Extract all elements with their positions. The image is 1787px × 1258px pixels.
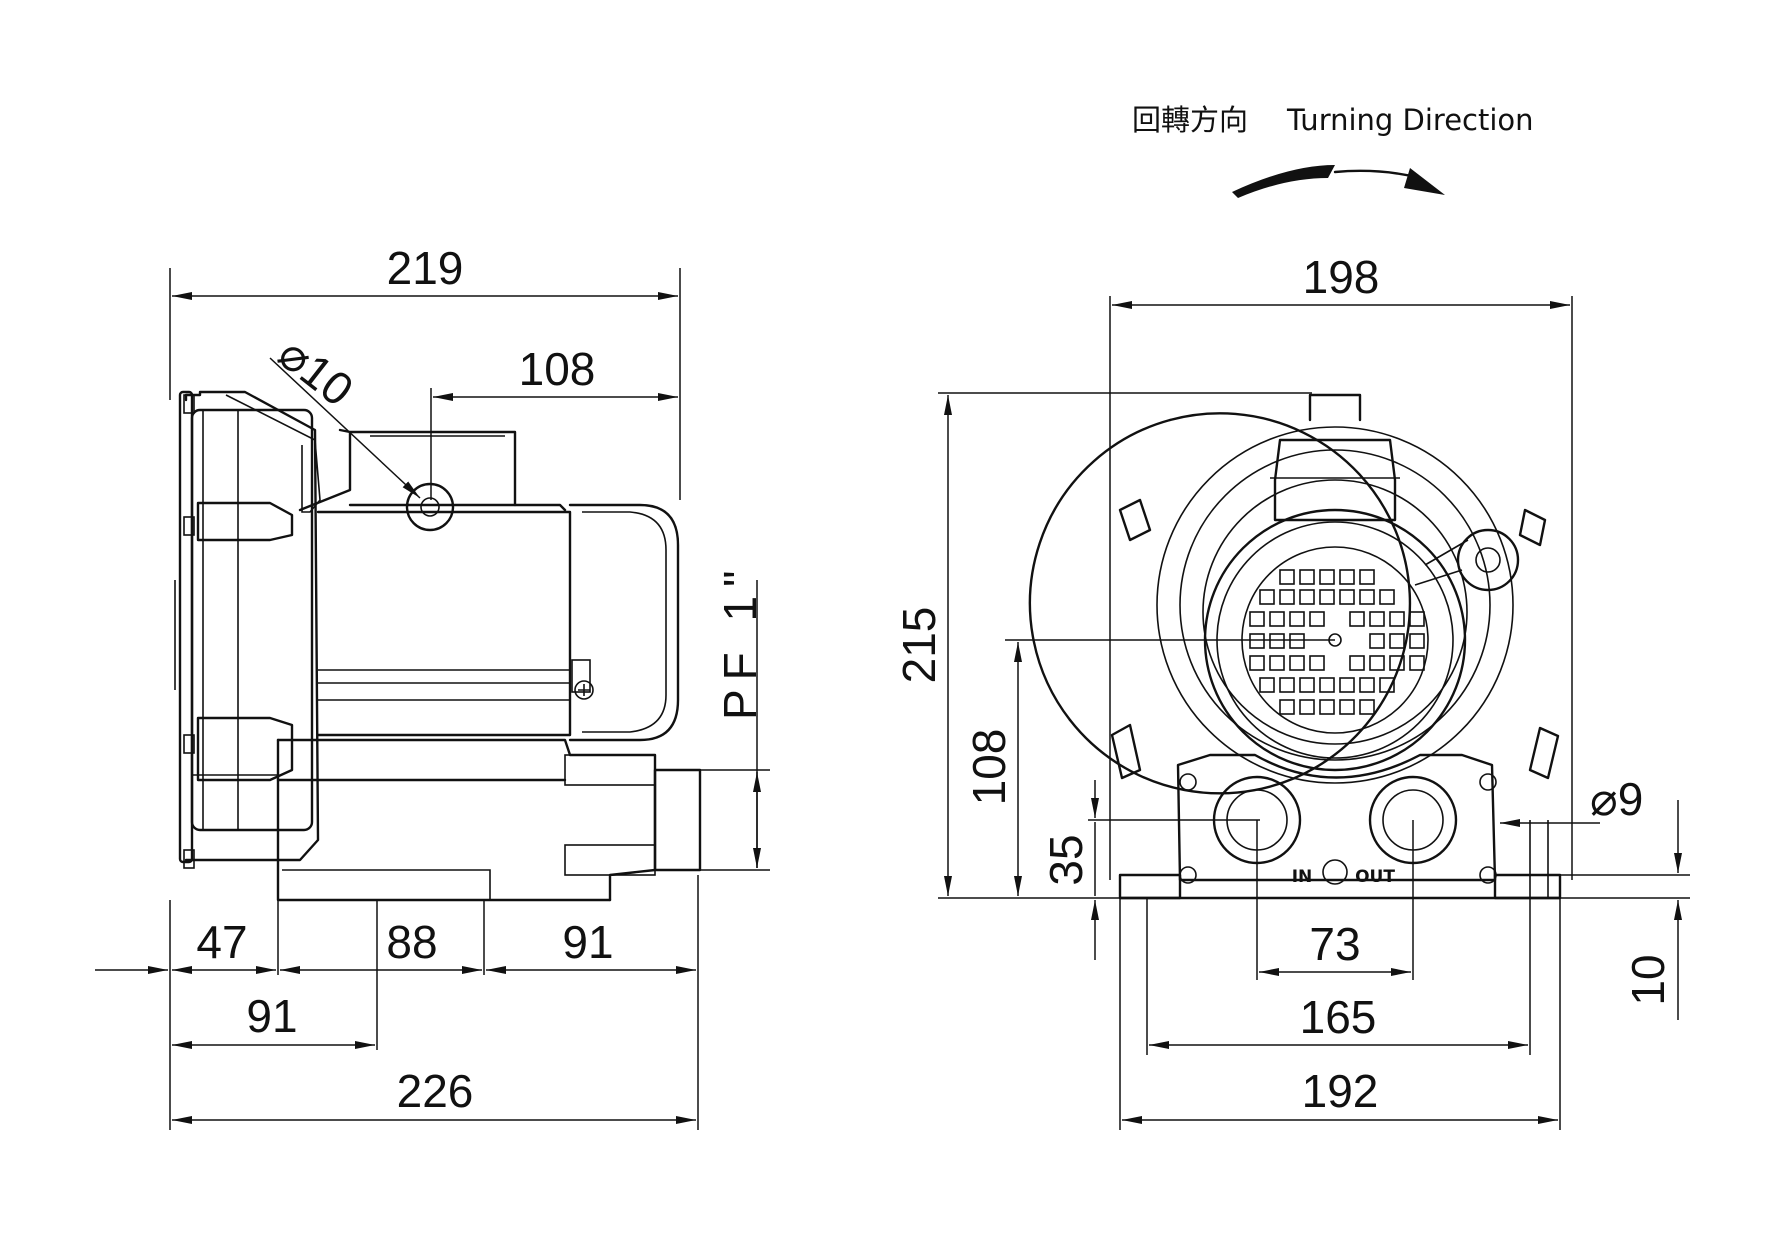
vent-grid-icon: [1249, 569, 1425, 715]
dim-side-overall-width-top: 219: [387, 242, 464, 294]
label-in: IN: [1292, 867, 1313, 887]
dim-side-base-segment-1: 47: [196, 916, 247, 968]
dim-front-overall-width-top: 198: [1303, 251, 1380, 303]
side-view-outline: [174, 390, 702, 902]
dim-side-base-segment-2: 88: [386, 916, 437, 968]
dim-side-hole-offset: 108: [519, 343, 596, 395]
dim-side-base-segment-3: 91: [562, 916, 613, 968]
front-view-dimensions: 198 215 108 35 ⌀9 10 73: [893, 251, 1690, 1130]
dim-front-base-width: 192: [1302, 1065, 1379, 1117]
turning-direction-caption: 回轉方向 Turning Direction: [1132, 103, 1534, 137]
dim-front-port-height: 35: [1040, 834, 1092, 885]
side-view-dimensions: 219 108 ⌀10 PF 1" 47 88 91 91 226: [95, 242, 770, 1130]
dim-side-port-thread: PF 1": [714, 562, 766, 720]
caption-chinese: 回轉方向: [1132, 103, 1248, 137]
dim-front-port-spacing: 73: [1309, 918, 1360, 970]
dim-front-base-thickness: 10: [1622, 954, 1674, 1005]
dim-side-base-length-lower: 91: [246, 990, 297, 1042]
caption-english: Turning Direction: [1286, 103, 1534, 137]
label-out: OUT: [1355, 867, 1395, 887]
dim-front-mount-hole-spacing: 165: [1300, 991, 1377, 1043]
dim-side-hole-diameter: ⌀10: [269, 327, 363, 417]
dim-side-overall-width-bottom: 226: [397, 1065, 474, 1117]
dim-front-overall-height: 215: [893, 607, 945, 684]
dim-front-mount-hole-diameter: ⌀9: [1590, 773, 1643, 825]
dim-front-center-height: 108: [963, 729, 1015, 806]
turning-direction-arrow-icon: [1232, 165, 1445, 198]
